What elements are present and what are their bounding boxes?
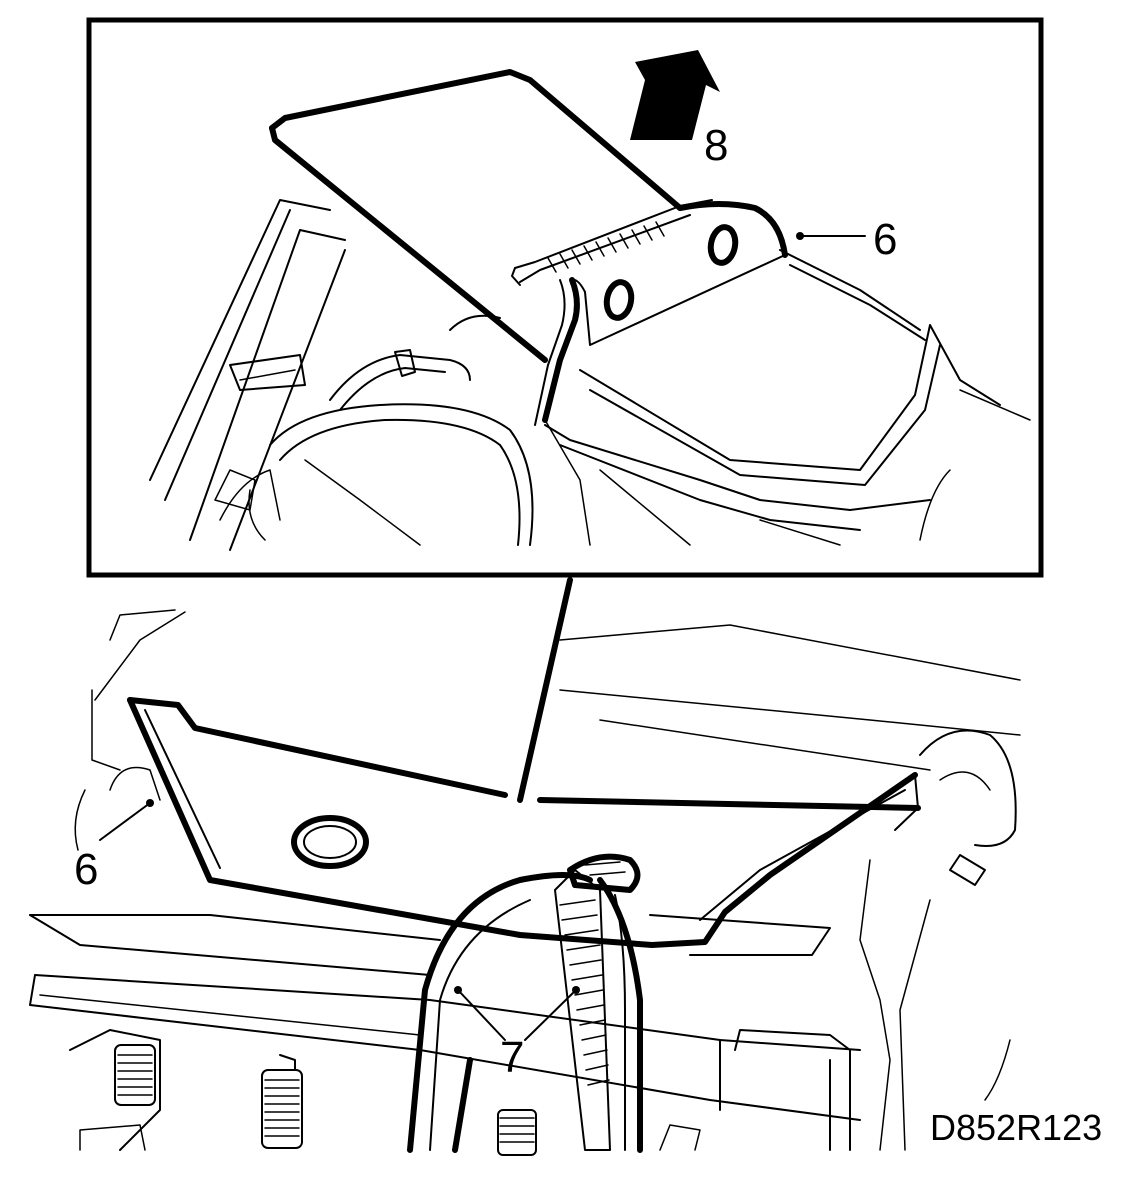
callout-label-7: 7 [500,1033,524,1082]
spring-middle [261,1054,303,1149]
callout-label-6-top: 6 [873,215,897,264]
direction-arrow-icon [630,50,720,140]
main-view [29,577,1021,1156]
spring-left [69,1029,161,1151]
callout-label-6-bottom: 6 [74,845,98,894]
figure-code: D852R123 [930,1107,1102,1148]
spring-right [497,1109,537,1156]
detail-inset [86,17,1044,578]
callout-label-8: 8 [704,121,728,170]
bracket-hole-left [603,279,635,321]
bracket-hole-right [707,224,739,266]
